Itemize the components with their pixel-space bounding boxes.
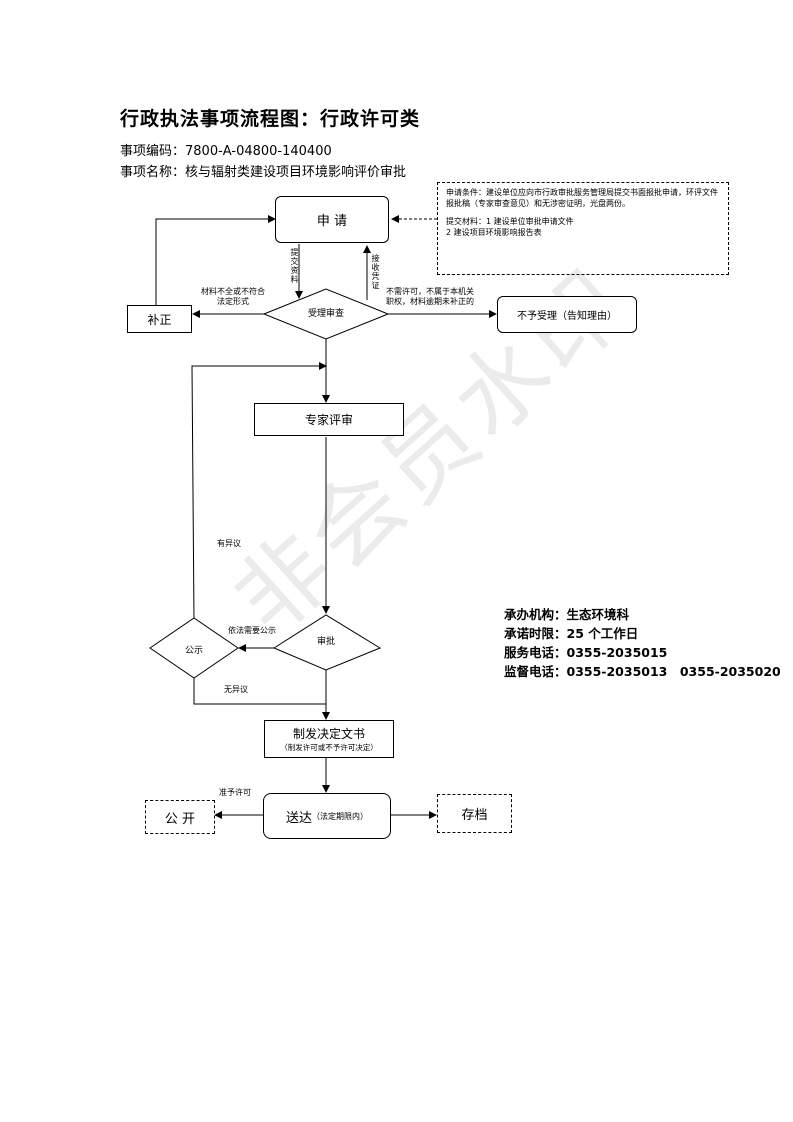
- supplement-node: 补正: [127, 305, 192, 333]
- decision-node: 制发决定文书 （制发许可或不予许可决定）: [264, 720, 394, 758]
- objection-label: 有异议: [217, 539, 241, 548]
- item-name: 事项名称：核与辐射类建设项目环境影响评价审批: [120, 165, 407, 180]
- contact-service-phone: 服务电话：0355-2035015: [504, 645, 668, 660]
- decision-label: 制发决定文书: [292, 727, 365, 741]
- apply-label: 申 请: [316, 214, 348, 229]
- expert-review-label: 专家评审: [304, 413, 353, 427]
- decision-sub-label: （制发许可或不予许可决定）: [280, 743, 378, 752]
- public-node: 公 开: [145, 800, 215, 834]
- need-publicity-label: 依法需要公示: [228, 626, 276, 635]
- publicity-diamond: [149, 617, 239, 679]
- approve-label: 审批: [316, 637, 335, 647]
- review-diamond: [262, 288, 390, 340]
- expert-review-node: 专家评审: [254, 403, 404, 436]
- archive-label: 存档: [461, 808, 488, 823]
- apply-node: 申 请: [275, 196, 389, 243]
- deliver-sub-label: （法定期限内）: [312, 811, 368, 821]
- contact-deadline: 承诺时限：25 个工作日: [504, 626, 639, 641]
- publicity-label: 公示: [184, 646, 203, 656]
- item-code: 事项编码：7800-A-04800-140400: [120, 144, 332, 159]
- archive-node: 存档: [437, 794, 512, 833]
- approve-diamond: [272, 614, 382, 671]
- application-conditions-note: 申请条件：建设单位应向市行政审批服务管理局提交书面报批申请，环评文件报批稿（专家…: [437, 182, 729, 275]
- not-required-line-2: 职权，材料逾期未补正的: [386, 297, 474, 306]
- contact-supervise-phone: 监督电话：0355-2035013 0355-2035020: [504, 664, 781, 679]
- supplement-label: 补正: [147, 312, 172, 327]
- incomplete-line-2: 法定形式: [217, 297, 249, 306]
- submit-label: 提交资料: [290, 248, 299, 284]
- incomplete-line-1: 材料不全或不符合: [201, 287, 265, 296]
- deliver-node: 送达 （法定期限内）: [263, 793, 391, 839]
- contact-agency: 承办机构：生态环境科: [504, 607, 630, 622]
- review-label: 受理审查: [307, 309, 344, 319]
- materials-line-2: 2 建设项目环境影响报告表: [446, 228, 542, 237]
- incomplete-label: 材料不全或不符合 法定形式: [196, 287, 270, 307]
- receive-label: 接收凭证: [371, 254, 380, 290]
- no-objection-label: 无异议: [224, 685, 248, 694]
- conditions-text: 申请条件：建设单位应向市行政审批服务管理局提交书面报批申请，环评文件报批稿（专家…: [446, 188, 718, 208]
- deliver-label: 送达: [285, 810, 312, 826]
- reject-node: 不予受理（告知理由）: [497, 296, 637, 333]
- not-required-label: 不需许可，不属于本机关 职权，材料逾期未补正的: [386, 287, 494, 307]
- page-title: 行政执法事项流程图：行政许可类: [120, 108, 421, 130]
- not-required-line-1: 不需许可，不属于本机关: [386, 287, 474, 296]
- public-label: 公 开: [164, 811, 196, 827]
- reject-label: 不予受理（告知理由）: [517, 311, 617, 322]
- materials-line-1: 提交材料：1 建设单位审批申请文件: [446, 217, 574, 226]
- grant-label: 准予许可: [219, 788, 251, 797]
